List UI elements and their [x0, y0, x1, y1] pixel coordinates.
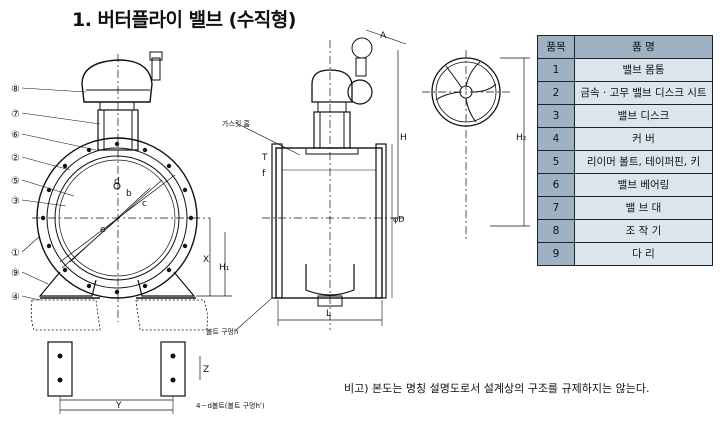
- label-y: Y: [115, 401, 122, 411]
- front-dim-labels: d b c e X H₁ Y Z 4－d볼트(볼트 구멍h'): [100, 177, 265, 411]
- label-h: H: [400, 133, 407, 143]
- part-name: 밸 브 대: [574, 196, 713, 220]
- part-name: 조 작 기: [574, 219, 713, 243]
- label-f: f: [262, 169, 266, 179]
- callout-2: ②: [11, 153, 20, 164]
- label-l: L: [326, 309, 331, 319]
- part-name: 다 리: [574, 242, 713, 266]
- footnote: 비고) 본도는 명칭 설명도로서 설계상의 구조를 규제하지는 않는다.: [344, 382, 650, 395]
- label-gasket-groove: 가스킷 홈: [222, 119, 251, 128]
- label-bolt-holes: 4－d볼트(볼트 구멍h'): [196, 401, 265, 410]
- callout-1: ①: [11, 248, 20, 259]
- label-d: d: [114, 177, 120, 187]
- callout-3: ③: [11, 196, 20, 207]
- label-c: c: [142, 199, 147, 209]
- callout-5: ⑤: [11, 176, 20, 187]
- item-no: 5: [537, 150, 575, 174]
- item-no: 1: [537, 58, 575, 82]
- label-e: e: [100, 225, 106, 235]
- label-t: T: [261, 153, 268, 163]
- side-dim-labels: A 가스킷 홈 T f H φD L 볼트 구멍h: [206, 31, 407, 336]
- handwheel-view: [422, 50, 530, 240]
- part-name: 밸브 베어링: [574, 173, 713, 197]
- item-no: 4: [537, 127, 575, 151]
- part-name: 밸브 디스크: [574, 104, 713, 128]
- label-h1: H₁: [219, 263, 230, 273]
- header-part-name: 품 명: [574, 35, 713, 59]
- callout-9: ⑨: [11, 268, 20, 279]
- label-h2: H₂: [516, 133, 527, 143]
- item-no: 6: [537, 173, 575, 197]
- part-name: 금속 · 고무 밸브 디스크 시트: [574, 81, 713, 105]
- label-a: A: [380, 31, 387, 41]
- item-no: 3: [537, 104, 575, 128]
- part-name: 리이머 볼트, 테이퍼핀, 키: [574, 150, 713, 174]
- callout-7: ⑦: [11, 109, 20, 120]
- item-no: 9: [537, 242, 575, 266]
- callout-labels: ⑧ ⑦ ⑥ ② ⑤ ③ ① ⑨ ④: [11, 84, 20, 303]
- callout-6: ⑥: [11, 130, 20, 141]
- label-b: b: [126, 189, 132, 199]
- callout-8: ⑧: [11, 84, 20, 95]
- item-no: 8: [537, 219, 575, 243]
- front-view: [30, 51, 232, 414]
- item-no: 2: [537, 81, 575, 105]
- label-x: X: [203, 255, 209, 265]
- part-name: 밸브 몸통: [574, 58, 713, 82]
- header-item-no: 품목: [537, 35, 575, 59]
- callout-leaders: [21, 87, 101, 301]
- page-title: 1. 버터플라이 밸브 (수직형): [72, 9, 296, 31]
- item-no: 7: [537, 196, 575, 220]
- parts-table-header: 품목 품 명: [537, 35, 713, 59]
- side-view: [235, 29, 407, 331]
- label-od: φD: [393, 215, 404, 224]
- callout-4: ④: [11, 292, 20, 303]
- label-bolt-hole: 볼트 구멍h: [206, 327, 238, 336]
- label-z: Z: [203, 365, 209, 375]
- part-name: 커 버: [574, 127, 713, 151]
